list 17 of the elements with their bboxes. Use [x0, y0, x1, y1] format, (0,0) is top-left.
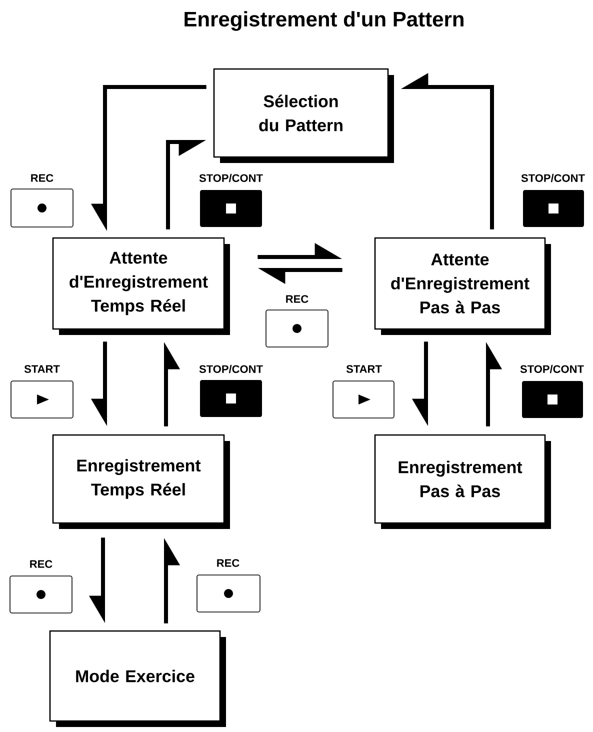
button-label: START [346, 365, 382, 373]
state-box: Mode Exercice [49, 630, 226, 727]
state-box: Enregistrement Pas à Pas [374, 434, 551, 529]
button-label: START [24, 365, 60, 373]
button-label: REC [217, 559, 240, 567]
button-label: STOP/CONT [521, 174, 585, 182]
title: Enregistrement d'un Pattern [184, 11, 464, 31]
state-box: Attente d'Enregistrement Temps Réel [52, 237, 230, 335]
state-box: Sélection du Pattern [213, 68, 394, 163]
button-label: REC [31, 174, 54, 182]
state-box: Attente d'Enregistrement Pas à Pas [374, 237, 551, 335]
button-label: REC [30, 560, 52, 568]
state-box: Enregistrement Temps Réel [52, 434, 230, 529]
button-label: STOP/CONT [199, 364, 263, 374]
button-label: STOP/CONT [520, 364, 584, 374]
button-label: STOP/CONT [199, 174, 263, 182]
button-label: REC [286, 295, 308, 303]
